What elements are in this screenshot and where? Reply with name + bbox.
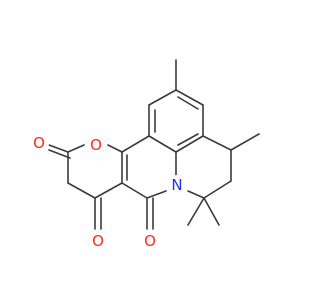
bond bbox=[177, 96, 199, 110]
nitrogen-label: N bbox=[171, 176, 182, 194]
atom-background bbox=[29, 133, 49, 153]
structure-canvas: O O O O N bbox=[29, 59, 260, 251]
bond bbox=[187, 197, 205, 226]
bond bbox=[187, 190, 205, 199]
bond bbox=[230, 133, 260, 151]
bond bbox=[175, 135, 204, 153]
atom-background bbox=[86, 135, 106, 155]
bond bbox=[67, 144, 85, 153]
ketone-oxygen-label: O bbox=[92, 232, 104, 250]
bond bbox=[67, 182, 96, 199]
atom-layer: O O O O N bbox=[29, 133, 187, 251]
lactone-carbonyl-oxygen-label: O bbox=[33, 134, 45, 152]
bond bbox=[146, 190, 167, 199]
bond bbox=[48, 149, 71, 159]
bond bbox=[94, 182, 123, 199]
bond bbox=[48, 144, 69, 153]
bond bbox=[203, 180, 232, 199]
bond bbox=[121, 135, 150, 153]
bond bbox=[107, 144, 123, 153]
bond-layer bbox=[48, 59, 260, 230]
amide-oxygen-label: O bbox=[144, 232, 156, 250]
bond bbox=[177, 133, 199, 146]
ring-oxygen-label: O bbox=[90, 136, 102, 154]
bond bbox=[203, 197, 220, 226]
atom-background bbox=[88, 231, 108, 251]
bond bbox=[121, 182, 148, 199]
atom-background bbox=[140, 231, 160, 251]
bond bbox=[175, 89, 204, 106]
bond bbox=[148, 135, 177, 153]
bond bbox=[202, 135, 232, 151]
molecule-structure: O O O O N bbox=[29, 59, 260, 251]
atom-background bbox=[167, 175, 187, 195]
bond bbox=[148, 89, 177, 106]
